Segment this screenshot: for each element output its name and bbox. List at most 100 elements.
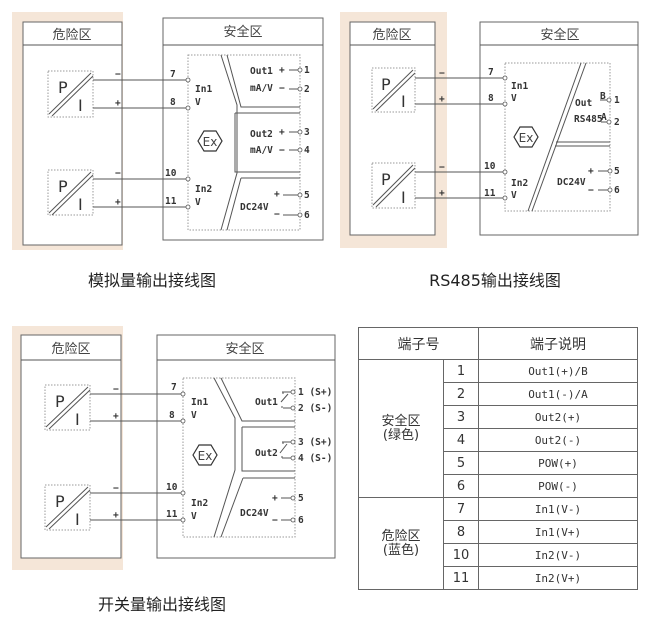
out2-label: Out2 — [250, 129, 273, 140]
hazard-zone-box — [349, 21, 436, 236]
switch-output-diagram: 危险区 安全区 P I P I − + − + 7 8 10 11 In1 V … — [12, 326, 336, 614]
i-label: I — [401, 92, 406, 111]
in1-label: In1 — [195, 84, 212, 95]
terminal-3: 3 (S+) — [298, 437, 332, 448]
terminal-1: 1 — [614, 95, 620, 106]
v-label: V — [195, 97, 201, 108]
minus-sign: − — [115, 168, 121, 179]
out1-label: Out1 — [250, 66, 273, 77]
safe-zone-box — [156, 334, 336, 559]
relay-contact-icons — [279, 391, 291, 459]
plus-sign: + — [115, 197, 121, 208]
terminal-no: 3 — [443, 405, 479, 429]
terminal-11: 11 — [484, 188, 496, 199]
svg-text:+: + — [279, 127, 285, 138]
out1-label: Out1 — [255, 397, 278, 408]
terminal-5: 5 — [304, 190, 310, 201]
header-terminal-desc: 端子说明 — [478, 327, 638, 360]
terminal-no: 7 — [443, 497, 479, 521]
plus-sign: + — [115, 98, 121, 109]
terminal-5: 5 — [614, 166, 620, 177]
terminal-8: 8 — [169, 410, 175, 421]
terminal-no: 8 — [443, 520, 479, 544]
svg-text:+: + — [279, 65, 285, 76]
terminal-11: 11 — [166, 509, 178, 520]
rs485-label: RS485 — [574, 114, 603, 125]
svg-text:−: − — [588, 185, 594, 196]
i-label: I — [78, 96, 83, 115]
terminal-4: 4 (S-) — [298, 453, 332, 464]
plus-sign: + — [439, 94, 445, 105]
isolator-module — [182, 377, 296, 538]
p-label: P — [381, 170, 391, 189]
terminal-desc: Out1(-)/A — [478, 382, 638, 406]
ex-icon: Ex — [197, 130, 223, 152]
out2-label: Out2 — [255, 448, 278, 459]
dc24v-label: DC24V — [240, 202, 269, 213]
svg-text:+: + — [274, 189, 280, 200]
terminal-desc: In2(V-) — [478, 543, 638, 567]
svg-text:−: − — [279, 145, 285, 156]
pi-converter-2 — [44, 484, 91, 531]
in1-label: In1 — [191, 397, 208, 408]
a-label: A — [601, 112, 607, 123]
svg-text:−: − — [279, 83, 285, 94]
in2-label: In2 — [191, 498, 208, 509]
terminal-desc: Out2(-) — [478, 428, 638, 452]
pi-converter-1 — [47, 70, 94, 118]
in2-label: In2 — [511, 178, 528, 189]
terminal-2: 2 (S-) — [298, 403, 332, 414]
terminal-no: 10 — [443, 543, 479, 567]
i-label: I — [401, 188, 406, 207]
hazard-zone-title: 危险区 — [51, 342, 90, 357]
terminal-desc: Out2(+) — [478, 405, 638, 429]
pi-converter-2 — [371, 162, 416, 209]
plus-sign: + — [113, 411, 119, 422]
hazard-zone-box — [22, 21, 123, 246]
input-wires — [415, 77, 503, 199]
v-label: V — [511, 190, 517, 201]
ex-text: Ex — [198, 449, 213, 463]
terminal-3: 3 — [304, 127, 310, 138]
terminal-6: 6 — [304, 210, 310, 221]
ex-text: Ex — [203, 135, 218, 149]
safe-zone-title: 安全区 — [225, 341, 264, 357]
group-hazard: 危险区(蓝色) — [358, 497, 444, 590]
terminal-5: 5 — [298, 493, 304, 504]
terminal-desc: In2(V+) — [478, 566, 638, 590]
terminal-1: 1 — [304, 65, 310, 76]
minus-sign: − — [115, 69, 121, 80]
p-label: P — [58, 78, 68, 97]
terminal-10: 10 — [165, 168, 177, 179]
plus-sign: + — [113, 510, 119, 521]
terminal-11: 11 — [165, 196, 177, 207]
p-label: P — [58, 177, 68, 196]
terminal-2: 2 — [614, 117, 620, 128]
input-wires — [90, 393, 181, 521]
terminal-6: 6 — [298, 515, 304, 526]
input-wires — [93, 79, 186, 208]
terminal-no: 2 — [443, 382, 479, 406]
in1-label: In1 — [511, 81, 528, 92]
terminal-no: 4 — [443, 428, 479, 452]
pi-converter-2 — [47, 169, 94, 216]
pi-converter-1 — [44, 384, 91, 431]
p-label: P — [381, 75, 391, 94]
safe-zone-box — [479, 21, 639, 236]
terminal-7: 7 — [171, 382, 177, 393]
terminal-no: 6 — [443, 474, 479, 498]
caption-switch: 开关量输出接线图 — [98, 595, 226, 614]
svg-text:−: − — [274, 209, 280, 220]
output-terminals: +− +− +− 12 34 56 — [274, 65, 310, 221]
v-label: V — [191, 410, 197, 421]
dc24v-label: DC24V — [240, 508, 269, 519]
unit-label: mA/V — [250, 83, 273, 94]
hazard-zone-title: 危险区 — [52, 28, 91, 43]
unit-label: mA/V — [250, 145, 273, 156]
terminal-desc: In1(V+) — [478, 520, 638, 544]
terminal-no: 11 — [443, 566, 479, 590]
hazard-zone-box — [20, 334, 122, 559]
v-label: V — [191, 511, 197, 522]
header-terminal-no: 端子号 — [358, 327, 479, 360]
